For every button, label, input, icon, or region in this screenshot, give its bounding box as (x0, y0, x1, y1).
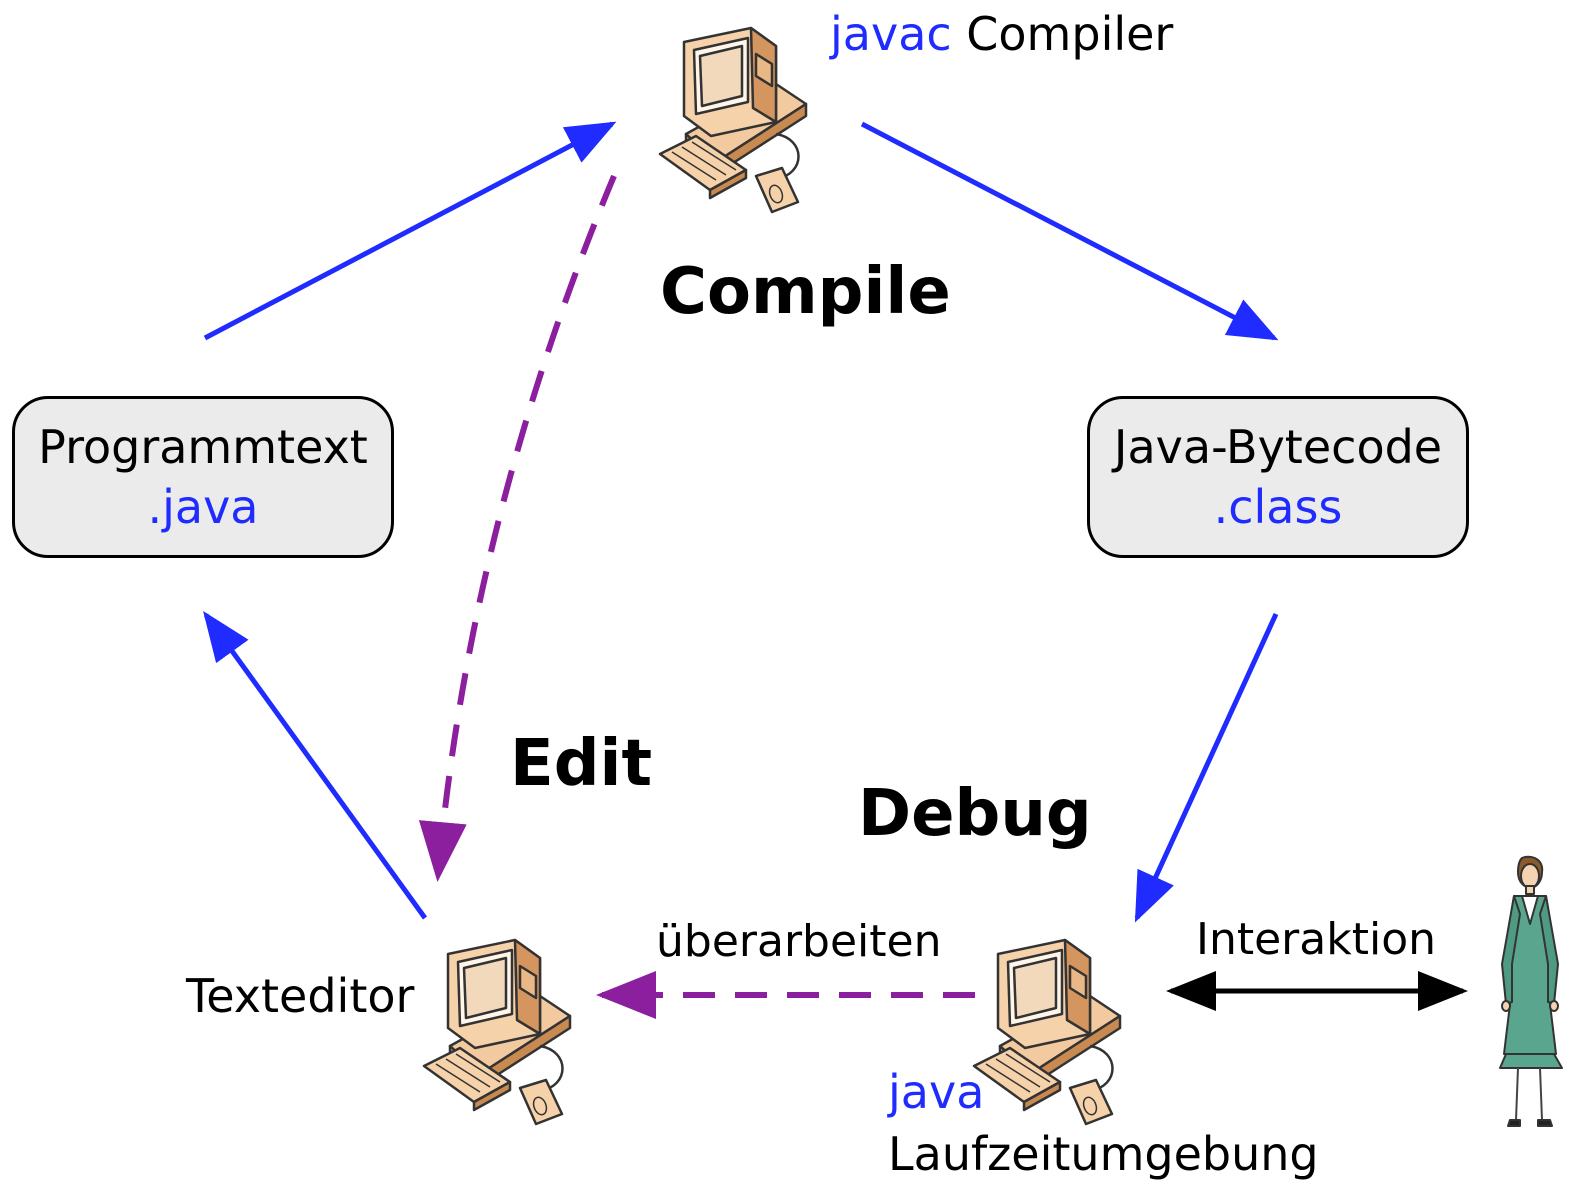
source-code-extension: .java (147, 480, 259, 534)
arrow-compiler-to-editor-dashed (418, 174, 617, 882)
source-code-title: Programmtext (38, 420, 368, 474)
phase-edit-label: Edit (510, 727, 653, 801)
phase-compile-label: Compile (660, 255, 951, 329)
user-person-icon (1499, 855, 1563, 1127)
bytecode-title: Java-Bytecode (1113, 420, 1443, 474)
compiler-label: javac Compiler (830, 4, 1173, 64)
compiler-command: javac (830, 7, 952, 61)
computer-icon (972, 938, 1122, 1126)
source-code-box: Programmtext .java (12, 396, 394, 558)
revise-edge-label: überarbeiten (656, 916, 942, 967)
arrow-editor-to-source (203, 610, 428, 920)
bytecode-box: Java-Bytecode .class (1087, 396, 1469, 558)
computer-icon (422, 938, 572, 1126)
runtime-command: java (888, 1065, 985, 1119)
phase-debug-label: Debug (858, 777, 1092, 851)
arrow-compiler-to-bytecode (860, 121, 1279, 341)
compiler-name: Compiler (966, 7, 1174, 61)
runtime-label: Laufzeitumgebung (888, 1127, 1319, 1181)
bytecode-extension: .class (1213, 480, 1343, 534)
arrow-bytecode-to-runtime (1134, 612, 1279, 923)
editor-label: Texteditor (186, 969, 415, 1023)
interaction-edge-label: Interaktion (1196, 914, 1437, 965)
computer-icon (658, 26, 808, 214)
arrow-source-to-compiler (203, 121, 617, 341)
